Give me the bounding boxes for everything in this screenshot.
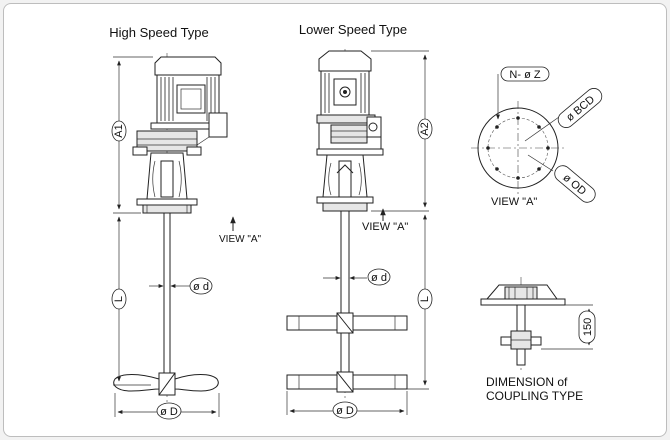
label-dimension-line2: COUPLING TYPE (486, 389, 583, 403)
dimension-l-lower: L (407, 214, 433, 390)
coupling-detail: 150 DIMENSION of COUPLING TYPE (480, 277, 596, 403)
label-impeller-dia-high: ø D (160, 406, 178, 418)
label-shaft-dia-high: ø d (193, 281, 209, 293)
lower-speed-mixer (286, 49, 408, 401)
diagram-canvas: High Speed Type Lower Speed Type (109, 22, 603, 420)
label-a1: A1 (113, 124, 125, 137)
label-bolt-holes: N- ø Z (509, 69, 540, 81)
motor-fins-lower (324, 73, 366, 113)
high-speed-mixer (113, 53, 228, 413)
label-l-high: L (113, 296, 125, 302)
dimension-impeller-high: ø D (114, 393, 220, 420)
label-impeller-dia-lower: ø D (336, 405, 354, 417)
dimension-shaft-lower: ø d (323, 268, 391, 286)
flange-view: N- ø Z ø BCD ø OD VIEW "A" (471, 66, 603, 208)
label-coupling-length: 150 (582, 318, 594, 336)
dimension-a1: A1 (111, 56, 153, 214)
title-high-speed: High Speed Type (109, 25, 209, 40)
dimension-shaft-high: ø d (149, 277, 213, 295)
dimension-l-high: L (111, 216, 151, 386)
view-a-arrow-lower: VIEW "A" (362, 208, 408, 233)
label-view-a-high: VIEW "A" (219, 234, 262, 245)
view-a-arrow-high: VIEW "A" (219, 216, 262, 245)
label-dimension-line1: DIMENSION of (486, 375, 568, 389)
bolt-holes (486, 116, 550, 180)
diagram-frame: High Speed Type Lower Speed Type (3, 3, 667, 437)
label-l-lower: L (419, 296, 431, 302)
dimension-impeller-lower: ø D (286, 391, 408, 419)
label-view-a-lower: VIEW "A" (362, 221, 408, 233)
label-view-a-flange: VIEW "A" (491, 196, 537, 208)
label-a2: A2 (419, 122, 431, 135)
dimension-a2: A2 (371, 50, 433, 212)
label-shaft-dia-lower: ø d (371, 272, 387, 284)
title-lower-speed: Lower Speed Type (299, 22, 407, 37)
